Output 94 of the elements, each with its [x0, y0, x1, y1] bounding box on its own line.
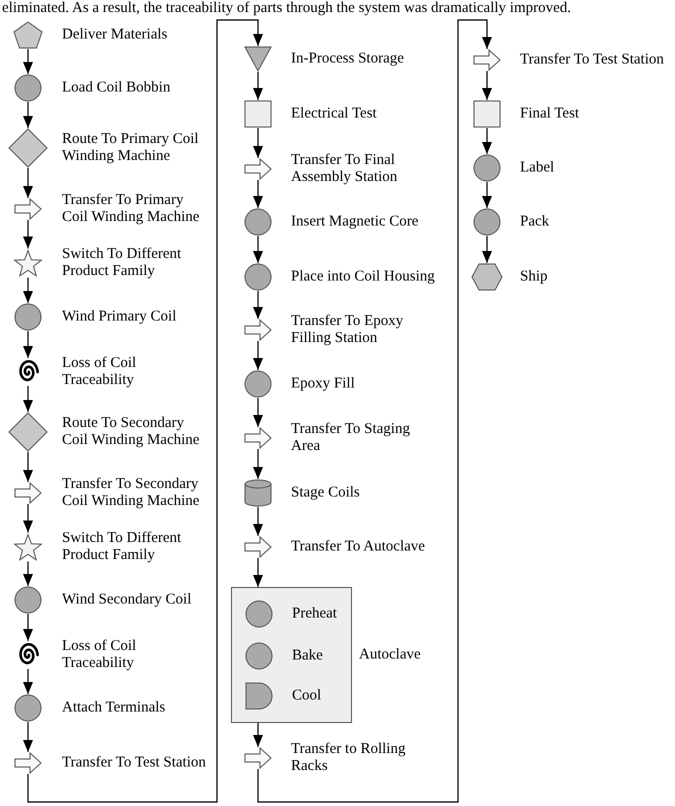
step-label: Pack — [520, 214, 550, 230]
arrow — [23, 220, 33, 248]
step-label: Label — [520, 160, 554, 176]
elbow-arrow — [27, 19, 263, 803]
circle-icon — [473, 208, 501, 236]
arrow — [253, 236, 263, 263]
step-label: Cool — [292, 688, 322, 704]
diamond-icon — [8, 412, 48, 452]
step-label: Transfer To Primary Coil Winding Machine — [62, 192, 200, 226]
arrow — [253, 291, 263, 319]
circle-icon — [14, 74, 42, 102]
arrow — [23, 331, 33, 358]
hexagon-icon — [471, 263, 503, 291]
circle-icon — [244, 370, 272, 398]
step-label: Deliver Materials — [62, 26, 168, 44]
circle-icon — [14, 303, 42, 331]
block-arrow-icon — [244, 536, 272, 558]
step-label: Place into Coil Housing — [291, 268, 435, 286]
step-label: Transfer To Final Assembly Station — [291, 152, 398, 186]
arrow — [23, 386, 33, 412]
arrow — [482, 182, 492, 208]
arrow — [253, 507, 263, 536]
arrow — [253, 449, 263, 479]
arrow — [23, 722, 33, 752]
step-label: Final Test — [520, 106, 580, 122]
star-icon — [13, 532, 43, 562]
arrow — [23, 614, 33, 641]
arrow — [23, 562, 33, 586]
arrow — [23, 49, 33, 74]
circle-icon — [473, 154, 501, 182]
step-label: Transfer To Secondary Coil Winding Machine — [62, 476, 200, 510]
triangle-icon — [244, 46, 272, 72]
circle-icon — [14, 694, 42, 722]
step-label: In-Process Storage — [291, 50, 404, 68]
arrow — [23, 102, 33, 128]
step-label: Loss of Coil Traceability — [62, 638, 138, 672]
arrow — [482, 71, 492, 100]
step-label: Electrical Test — [291, 106, 377, 122]
circle-icon — [14, 586, 42, 614]
arrow — [23, 452, 33, 482]
arrow — [23, 504, 33, 532]
cylinder-icon — [244, 479, 272, 507]
arrow — [23, 168, 33, 198]
step-label: Wind Secondary Coil — [62, 592, 192, 608]
step-label: Load Coil Bobbin — [62, 80, 170, 96]
arrow — [253, 72, 263, 100]
block-arrow-icon — [14, 752, 42, 774]
step-label: Transfer To Epoxy Filling Station — [291, 313, 404, 347]
arrow — [253, 398, 263, 427]
block-arrow-icon — [244, 319, 272, 341]
arrow — [23, 278, 33, 303]
circle-icon — [245, 642, 273, 670]
step-label: Transfer To Test Station — [62, 754, 206, 772]
arrow — [253, 128, 263, 158]
step-label: Transfer To Staging Area — [291, 421, 411, 455]
step-label: Bake — [292, 648, 323, 664]
arrow — [253, 180, 263, 208]
diamond-icon — [8, 128, 48, 168]
step-label: Switch To Different Product Family — [62, 246, 182, 280]
block-arrow-icon — [14, 198, 42, 220]
arrow — [23, 669, 33, 694]
circle-icon — [244, 208, 272, 236]
pentagon-icon — [13, 21, 43, 49]
arrow — [253, 558, 263, 587]
square-icon — [473, 100, 501, 128]
step-label: Attach Terminals — [62, 700, 166, 716]
step-label: Epoxy Fill — [291, 376, 355, 392]
arrow — [253, 723, 263, 747]
circle-icon — [245, 600, 273, 628]
step-label: Route To Primary Coil Winding Machine — [62, 131, 200, 165]
block-arrow-icon — [244, 158, 272, 180]
square-icon — [244, 100, 272, 128]
arrow — [482, 128, 492, 154]
block-arrow-icon — [244, 747, 272, 769]
step-label: Switch To Different Product Family — [62, 530, 182, 564]
step-label: Route To Secondary Coil Winding Machine — [62, 415, 200, 449]
block-arrow-icon — [473, 49, 501, 71]
step-label: Insert Magnetic Core — [291, 214, 418, 230]
arrow — [482, 236, 492, 263]
step-label: Loss of Coil Traceability — [62, 355, 138, 389]
block-arrow-icon — [244, 427, 272, 449]
circle-icon — [244, 263, 272, 291]
elbow-arrow — [257, 19, 492, 803]
block-arrow-icon — [14, 482, 42, 504]
step-label: Transfer To Test Station — [520, 52, 664, 68]
star-icon — [13, 248, 43, 278]
step-label: Wind Primary Coil — [62, 308, 176, 326]
body-text: eliminated. As a result, the traceability of parts through the system was dramatically improved. — [2, 0, 572, 17]
step-label: Transfer to Rolling Racks — [291, 741, 406, 775]
step-label: Stage Coils — [291, 484, 360, 502]
step-label: Ship — [520, 268, 548, 286]
step-label: Transfer To Autoclave — [291, 538, 425, 556]
step-label: Preheat — [292, 606, 337, 622]
arrow — [253, 341, 263, 370]
